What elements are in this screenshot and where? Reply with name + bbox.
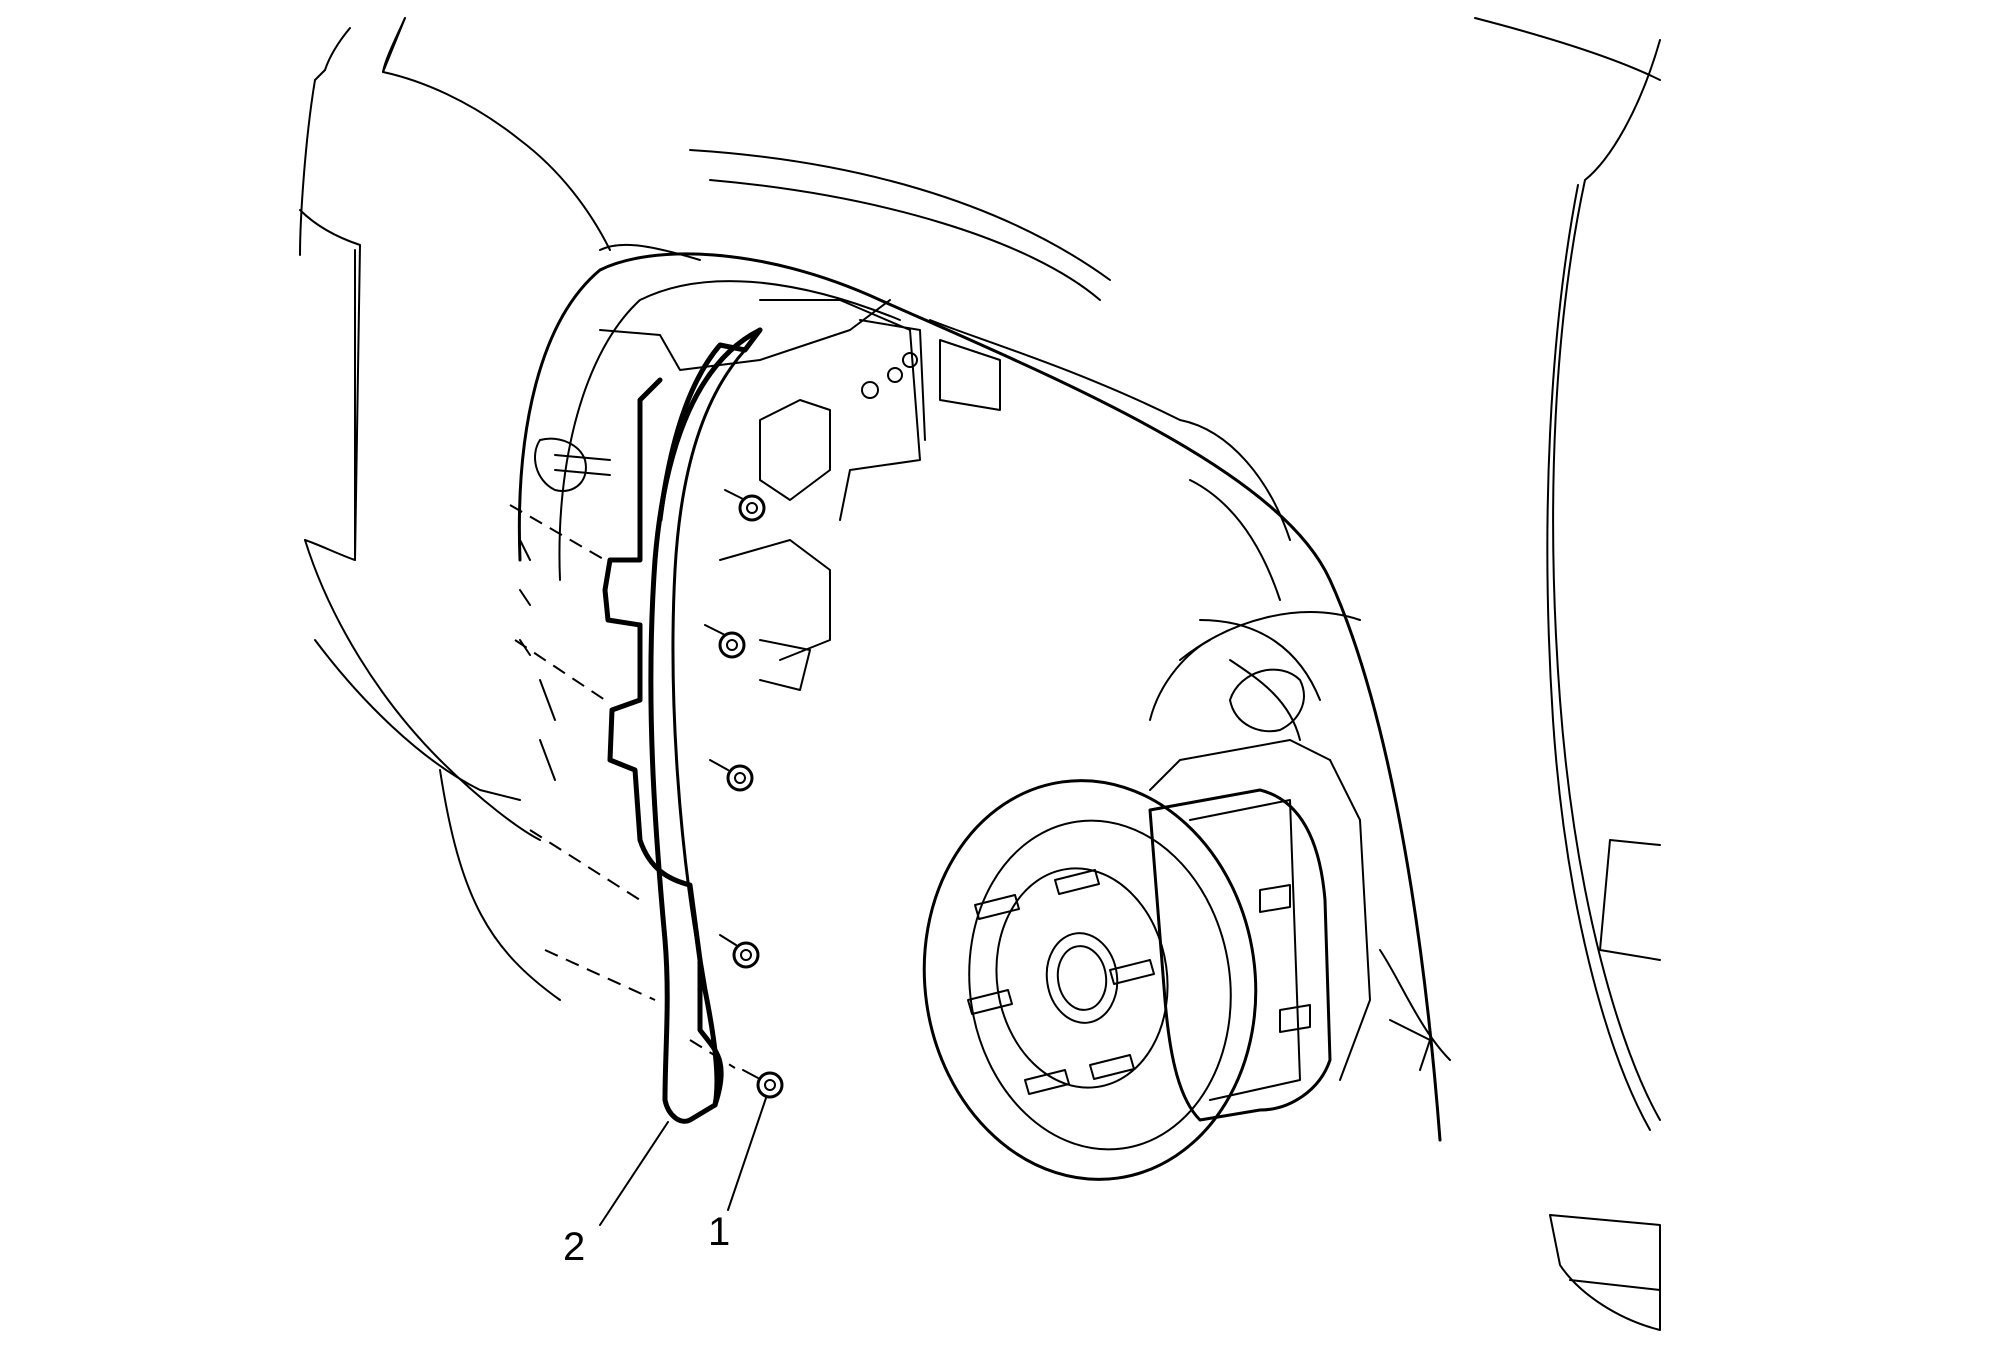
brake-rotor-assembly: [922, 611, 1451, 1181]
fastener: [709, 759, 754, 792]
fastener: [742, 1069, 784, 1099]
wheel-flare-molding: [602, 327, 763, 1124]
wheel-opening-arch: [517, 243, 1442, 1142]
fastener: [724, 489, 766, 522]
fasteners: [704, 489, 784, 1099]
inner-structure: [519, 299, 1321, 781]
callout-1: 1: [708, 1210, 730, 1254]
callout-2: 2: [563, 1225, 585, 1269]
leader-line-1: [727, 1097, 767, 1211]
alignment-dashes: [509, 504, 736, 1069]
fender-body: [299, 17, 1661, 1331]
fastener: [704, 624, 746, 659]
wheel-studs: [967, 869, 1155, 1095]
fastener: [719, 934, 760, 969]
leader-line-2: [599, 1121, 669, 1226]
